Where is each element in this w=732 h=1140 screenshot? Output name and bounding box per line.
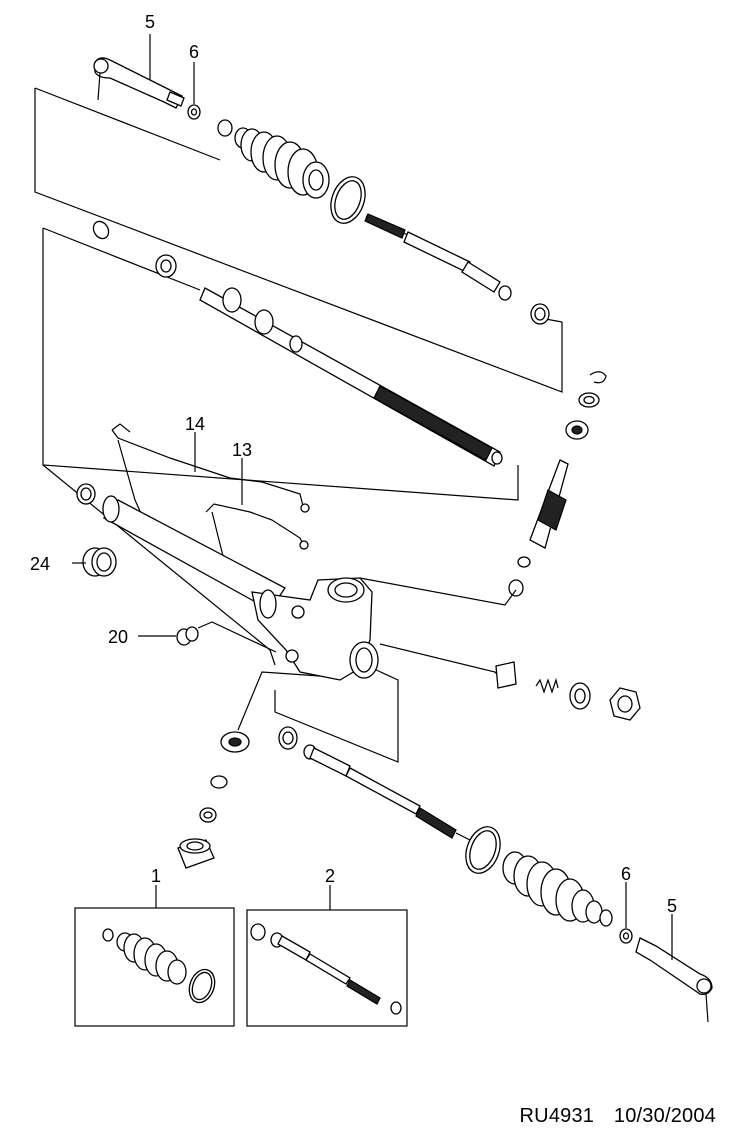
rack-bar[interactable] <box>199 287 503 467</box>
callout-6-top: 6 <box>189 42 199 62</box>
boot-clamp-large-top[interactable] <box>325 172 371 228</box>
rack-bushing-bottom[interactable] <box>278 726 298 750</box>
drawing-date: 10/30/2004 <box>613 1105 716 1127</box>
pinion-snap-ring[interactable] <box>589 371 607 384</box>
drawing-id: RU4931 <box>519 1105 595 1127</box>
boot-clamp-large-bottom[interactable] <box>460 822 506 878</box>
pinion-seal[interactable] <box>578 392 600 408</box>
pressure-line-14[interactable] <box>111 423 310 526</box>
jam-nut-top[interactable] <box>187 104 201 120</box>
lower-pinion-seal[interactable] <box>210 775 228 789</box>
callout-24: 24 <box>30 554 50 574</box>
mount-bushing-24[interactable] <box>82 547 117 577</box>
rack-bushing[interactable] <box>155 254 177 278</box>
callout-2: 2 <box>325 866 335 886</box>
lower-pinion-bushing[interactable] <box>199 807 217 823</box>
boot-bottom[interactable] <box>502 851 603 924</box>
jam-nut-bottom[interactable] <box>619 928 633 944</box>
yoke[interactable] <box>495 661 517 689</box>
boot-kit-1[interactable] <box>102 928 219 1006</box>
inner-tie-rod-kit-box <box>246 909 408 1027</box>
boot-clamp-small-bottom[interactable] <box>599 909 613 927</box>
inner-tie-rod-kit-2[interactable] <box>250 923 402 1015</box>
lower-pinion-bearing[interactable] <box>220 731 250 753</box>
yoke-lock-nut[interactable] <box>609 687 641 721</box>
yoke-spring[interactable] <box>535 677 559 694</box>
fitting-20-leader <box>197 621 277 653</box>
callout-5-top: 5 <box>145 12 155 32</box>
drawing-footer: RU4931 10/30/2004 <box>520 1105 716 1128</box>
pinion-bushing[interactable] <box>508 579 524 597</box>
callout-14: 14 <box>185 414 205 434</box>
pinion-cover-cap[interactable] <box>177 838 215 869</box>
boot-clamp-small-top[interactable] <box>217 119 233 137</box>
tie-rod-end-top[interactable] <box>93 57 185 109</box>
boot-kit-box <box>74 907 235 1027</box>
pinion-bearing[interactable] <box>565 420 589 440</box>
tie-rod-end-bottom[interactable] <box>635 937 713 1023</box>
lower-rack-frame <box>274 667 399 763</box>
lower-pinion-leader <box>237 671 321 731</box>
yoke-leader <box>379 643 501 679</box>
pinion-shaft[interactable] <box>529 459 569 549</box>
rack-frame <box>42 227 519 501</box>
inner-tie-rod-top[interactable] <box>364 213 512 301</box>
callout-6-bottom: 6 <box>621 864 631 884</box>
rack-seal-ring[interactable] <box>90 219 111 242</box>
yoke-plug[interactable] <box>569 682 591 710</box>
rack-bushing-top[interactable] <box>530 303 550 325</box>
boot-top[interactable] <box>234 127 330 199</box>
callout-20: 20 <box>108 627 128 647</box>
pinion-leader <box>359 577 517 606</box>
gear-housing[interactable] <box>102 495 379 681</box>
inner-tie-rod-bottom[interactable] <box>303 744 477 844</box>
callout-5-bottom: 5 <box>667 896 677 916</box>
pinion-lower-bearing[interactable] <box>517 556 531 568</box>
callout-13: 13 <box>232 440 252 460</box>
housing-bushing-left[interactable] <box>76 483 96 505</box>
callout-1: 1 <box>151 866 161 886</box>
fitting-20[interactable] <box>176 626 199 646</box>
